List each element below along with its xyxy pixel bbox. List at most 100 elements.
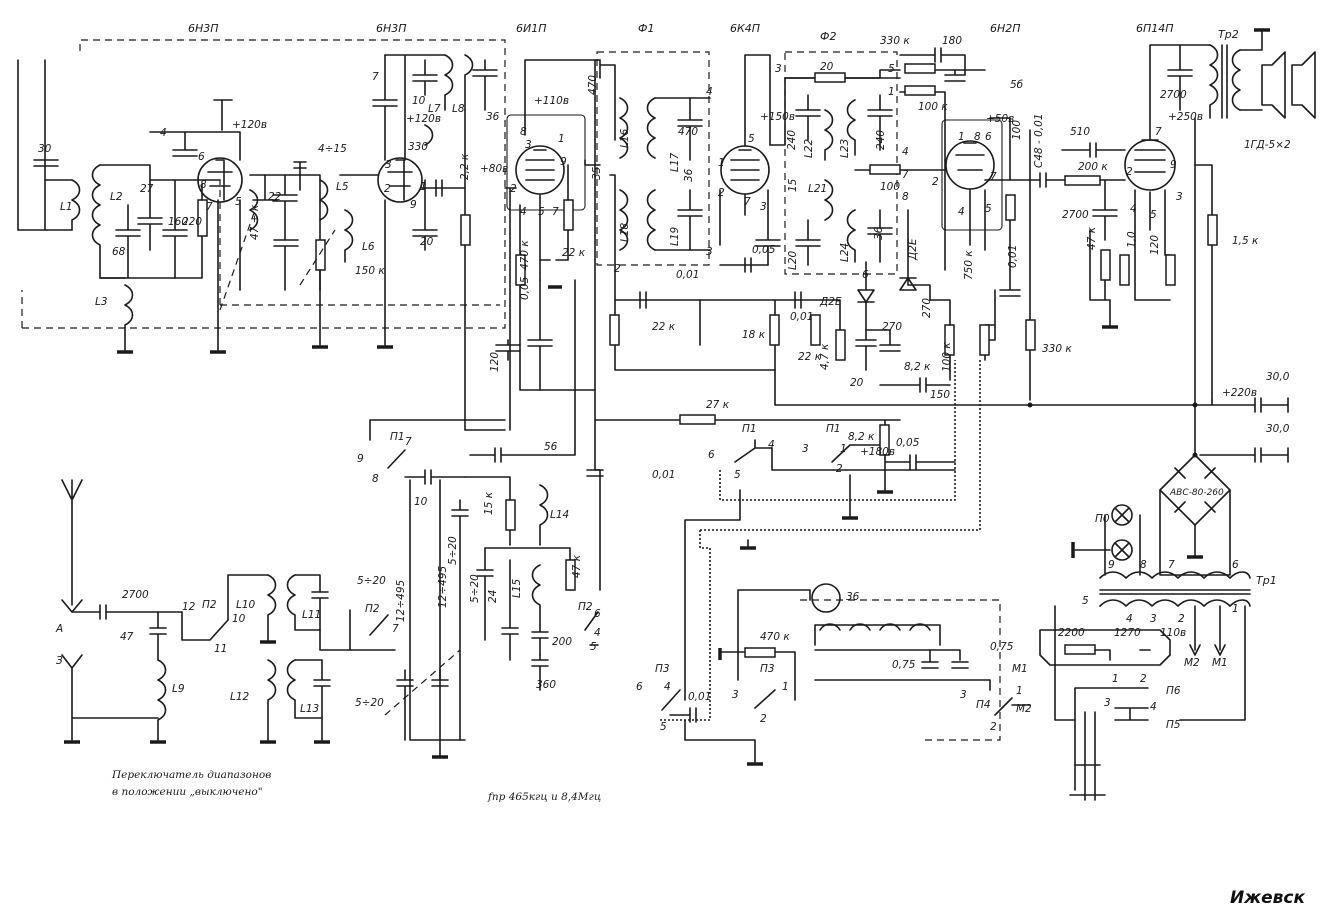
- res-470k-label: 470 к: [519, 240, 531, 270]
- pin-6-p1b: 6: [708, 449, 715, 461]
- pin-5-v5: 5: [985, 203, 992, 215]
- cap-22-label: 22: [268, 191, 282, 203]
- cap-68-label: 68: [112, 246, 126, 258]
- pin-8-f2: 8: [902, 191, 909, 203]
- switch-note-line-1: Переключатель диапазонов: [111, 769, 271, 781]
- switch-p5-label: П5: [1166, 719, 1181, 731]
- pin-2-v6: 2: [1126, 166, 1133, 178]
- pin-2-p6: 2: [1140, 673, 1147, 685]
- pin-5-v1: 5: [235, 196, 242, 208]
- cap-470-f1-label: 470: [587, 75, 599, 95]
- coil-l21-label: L21: [808, 183, 827, 195]
- power-bus: +220в 30,0 30,0 АВС-80-260: [774, 117, 1290, 576]
- cap-35-label: 35: [591, 166, 603, 180]
- coil-l6-label: L6: [362, 241, 375, 253]
- antenna-z-label: З: [56, 655, 63, 667]
- switch-note-line-2: в положении „выключено": [112, 786, 263, 798]
- filter-f2: 20 330 к 180 100 к 5 1 240 L22 L23 240 1…: [784, 35, 986, 401]
- switch-p6-label: П6: [1166, 685, 1181, 697]
- cap-2700-a-label: 2700: [1062, 209, 1089, 221]
- antenna-input-top: 30 L1 L2 L3: [17, 59, 134, 354]
- pin-2-p4: 2: [990, 721, 997, 733]
- pin-7-v3: 7: [552, 206, 559, 218]
- coil-l5-label: L5: [336, 181, 349, 193]
- cap-5-20-a-label: 5÷20: [447, 536, 459, 565]
- res-27k-label: 27 к: [706, 399, 730, 411]
- lower-switch-area: 27 к 0,01 56 П1 7 9 8 10 15 к 5÷20 L14 5…: [349, 59, 901, 759]
- res-22k-b-label: 22 к: [562, 247, 586, 259]
- switch-p0-label: П0: [1095, 513, 1110, 525]
- cap-005-label: 0,05: [519, 276, 531, 300]
- node-5b-label: 5б: [1010, 79, 1024, 91]
- cap-240-b-label: 240: [875, 130, 887, 150]
- v6-voltage: +250в: [1168, 111, 1203, 123]
- tube-label-v6: 6П14П: [1136, 22, 1174, 35]
- cap-5-20-c-label: 5÷20: [469, 574, 481, 603]
- transformer-label-tr2: Тр2: [1218, 28, 1239, 41]
- cap-30-a-label: 30,0: [1266, 371, 1290, 383]
- cap-075-b-label: 0,75: [990, 641, 1014, 653]
- if-note: fпр 465кгц и 8,4Мгц: [487, 791, 601, 803]
- cap-510-label: 510: [1070, 126, 1090, 138]
- pin-3-f1: 3: [706, 246, 713, 258]
- pin-9-p1a: 9: [357, 453, 364, 465]
- cap-330k-top-label: 330 к: [880, 35, 910, 47]
- res-22k-a-label: 2,2 к: [459, 153, 471, 180]
- pin-7-tr1: 7: [1168, 559, 1175, 571]
- pin-9-tr1: 9: [1108, 559, 1115, 571]
- v3-voltage: +110в: [534, 95, 569, 107]
- cap-270-a-label: 270: [882, 321, 902, 333]
- pin-1-p3b: 1: [782, 681, 789, 693]
- power-transformer-area: П0 9 8 7 6 5 4 3 2 1 2200 1270 110в М2 М…: [1039, 504, 1251, 801]
- coil-l9-label: L9: [172, 683, 185, 695]
- switch-p3-b-label: П3: [760, 663, 775, 675]
- cap-12-495-a-label: 12÷495: [395, 579, 407, 622]
- cap-005-b-label: 0,05: [752, 244, 776, 256]
- pin-3-v6: 3: [1176, 191, 1183, 203]
- pin-1-v4: 1: [718, 157, 725, 169]
- pin-1-v3: 1: [558, 133, 565, 145]
- cap-30-b-label: 30,0: [1266, 423, 1290, 435]
- res-150k-label: 150 к: [355, 265, 385, 277]
- pin-1-tr1: 1: [1232, 603, 1239, 615]
- cap-5-20-d-label: 5÷20: [355, 697, 384, 709]
- pin-5-tr1: 5: [1082, 595, 1089, 607]
- res-47k-label: 4,7 к: [819, 343, 831, 370]
- cap-5-20-b-label: 5÷20: [357, 575, 386, 587]
- coil-l20-label: L20: [787, 250, 799, 270]
- cap-36-f1-label: 36: [683, 168, 695, 182]
- coil-l2-label: L2: [110, 191, 123, 203]
- pin-7-v6: 7: [1155, 126, 1162, 138]
- pin-7-p2a: 7: [392, 623, 399, 635]
- motor-m1-tr1-label: М1: [1212, 657, 1228, 669]
- res-1270-label: 1270: [1114, 627, 1141, 639]
- res-15k-b-label: 15 к: [483, 491, 495, 515]
- res-47k-c-label: 47 к: [571, 554, 583, 578]
- switch-p3-a-label: П3: [655, 663, 670, 675]
- antenna-a-label: А: [55, 623, 63, 635]
- switch-p2-a-label: П2: [365, 603, 380, 615]
- speaker-label: 1ГД-5×2: [1244, 139, 1291, 151]
- coil-l12-label: L12: [230, 691, 250, 703]
- pin-7-v5: 7: [990, 171, 997, 183]
- coil-l7-label: L7: [428, 103, 441, 115]
- switch-p1-b-label: П1: [742, 423, 757, 435]
- cap-36-label: 36: [486, 111, 500, 123]
- cap-4-label: 4: [160, 127, 167, 139]
- pin-3-v3: 3: [525, 139, 532, 151]
- cap-20-label: 20: [420, 236, 434, 248]
- cap-150-label: 150: [930, 389, 950, 401]
- res-20-label: 20: [820, 61, 834, 73]
- pin-4-v6: 4: [1130, 203, 1137, 215]
- coil-l23-label: L23: [839, 139, 851, 158]
- pin-5-f2: 5: [888, 63, 895, 75]
- v-220-label: +220в: [1222, 387, 1257, 399]
- motor-m2-tr1-label: М2: [1184, 657, 1200, 669]
- coil-l22-label: L22: [803, 138, 815, 158]
- res-15k-label: 1,5 к: [1232, 235, 1259, 247]
- coil-l13-label: L13: [300, 703, 319, 715]
- node-36-label: 36: [846, 591, 860, 603]
- tube-v4-circuit: 5 1 2 7 3 +150в 3 0,05 18 к 0,01: [699, 54, 901, 371]
- cap-120-b-label: 120: [1149, 235, 1161, 255]
- pin-1-v5: 1: [958, 131, 965, 143]
